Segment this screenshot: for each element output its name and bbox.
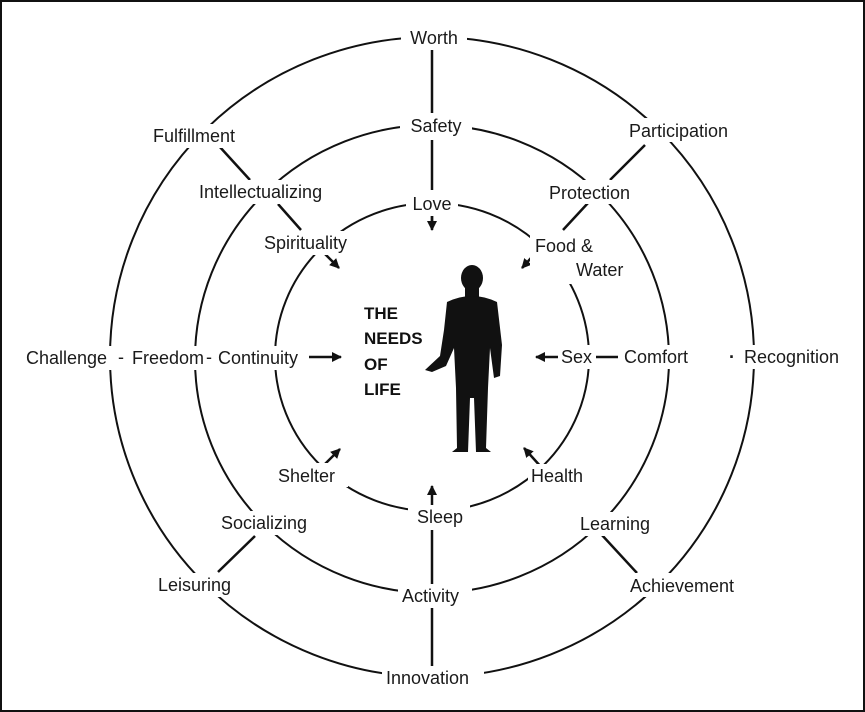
label-food: Food & [535, 236, 593, 256]
label-socializing: Socializing [221, 513, 307, 533]
label-fulfillment: Fulfillment [153, 126, 235, 146]
label-spirituality: Spirituality [264, 233, 347, 253]
center-title-line-2: NEEDS [364, 329, 423, 348]
label-health: Health [531, 466, 583, 486]
center-title: THE NEEDS OF LIFE [364, 304, 423, 399]
inner-ring-labels: Love Food & Water Sex Health Sleep Shelt… [215, 192, 626, 529]
label-shelter: Shelter [278, 466, 335, 486]
inward-arrows [308, 214, 558, 505]
label-achievement: Achievement [630, 576, 734, 596]
separator-challenge-freedom: - [118, 347, 124, 367]
label-learning: Learning [580, 514, 650, 534]
center-title-line-4: LIFE [364, 380, 401, 399]
human-figure-icon [425, 265, 502, 452]
label-intellectualizing: Intellectualizing [199, 182, 322, 202]
label-safety: Safety [410, 116, 461, 136]
label-separators: - - · [116, 346, 740, 370]
label-challenge: Challenge [26, 348, 107, 368]
label-recognition: Recognition [744, 347, 839, 367]
label-sex: Sex [561, 347, 592, 367]
center-title-line-1: THE [364, 304, 398, 323]
label-continuity: Continuity [218, 348, 298, 368]
middle-ring-labels: Safety Protection Comfort Learning Activ… [130, 113, 726, 608]
label-activity: Activity [402, 586, 459, 606]
label-participation: Participation [629, 121, 728, 141]
label-protection: Protection [549, 183, 630, 203]
label-worth: Worth [410, 28, 458, 48]
label-leisuring: Leisuring [158, 575, 231, 595]
label-comfort: Comfort [624, 347, 688, 367]
outer-ring-labels: Worth Participation Recognition Achievem… [24, 26, 839, 690]
label-freedom: Freedom [132, 348, 204, 368]
separator-freedom-continuity: - [206, 347, 212, 367]
separator-comfort-recognition: · [729, 347, 735, 367]
label-love: Love [412, 194, 451, 214]
label-water: Water [576, 260, 623, 280]
center-title-line-3: OF [364, 355, 388, 374]
label-sleep: Sleep [417, 507, 463, 527]
label-innovation: Innovation [386, 668, 469, 688]
